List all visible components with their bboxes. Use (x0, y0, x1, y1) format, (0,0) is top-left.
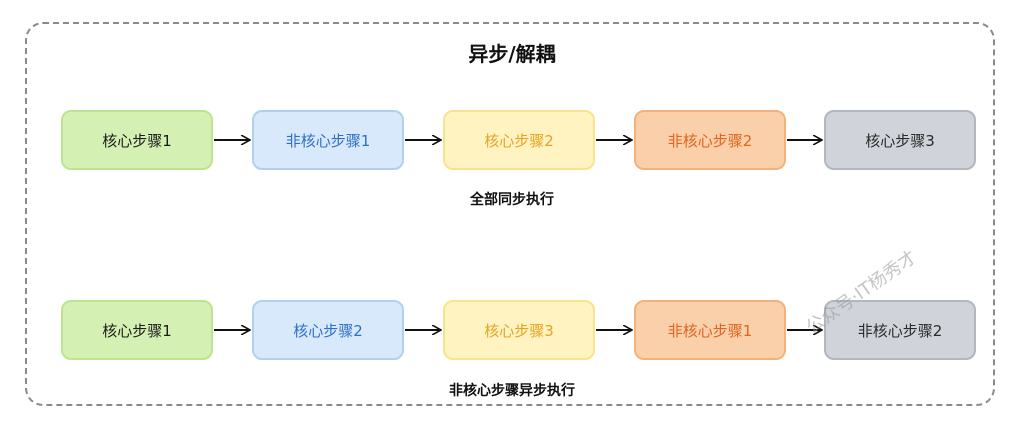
row1-step-3: 核心步骤2 (443, 110, 595, 170)
row2-step-3: 核心步骤3 (443, 300, 595, 360)
row2-step-4: 非核心步骤1 (634, 300, 786, 360)
diagram-title: 异步/解耦 (468, 42, 556, 66)
row2-step-1: 核心步骤1 (61, 300, 213, 360)
row1-step-5: 核心步骤3 (824, 110, 976, 170)
diagram-frame (25, 22, 995, 406)
row1-step-2: 非核心步骤1 (252, 110, 404, 170)
row1-step-1: 核心步骤1 (61, 110, 213, 170)
row2-step-2: 核心步骤2 (252, 300, 404, 360)
row2-caption: 非核心步骤异步执行 (449, 383, 575, 399)
row2-step-5: 非核心步骤2 (824, 300, 976, 360)
row1-step-4: 非核心步骤2 (634, 110, 786, 170)
row1-caption: 全部同步执行 (470, 192, 554, 208)
